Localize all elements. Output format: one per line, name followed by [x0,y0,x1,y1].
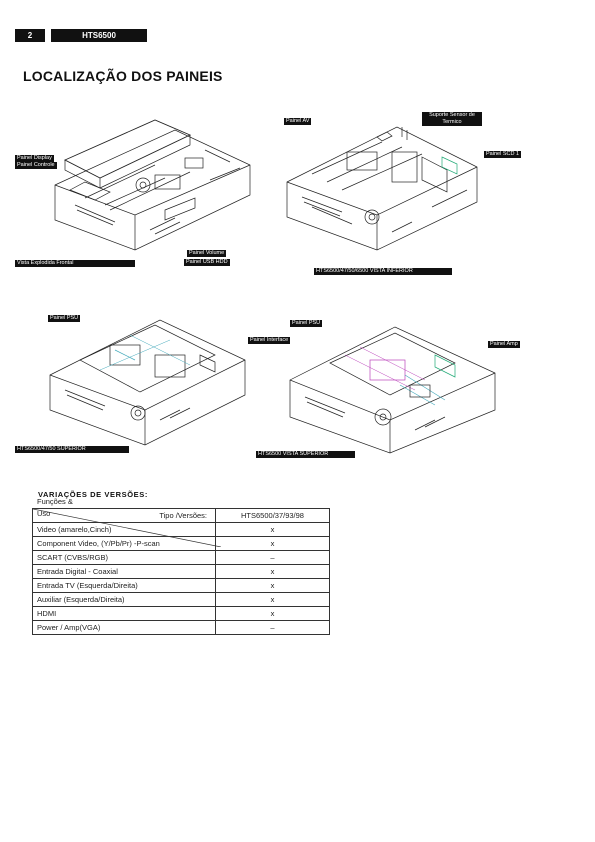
section-heading-variations: VARIAÇÕES DE VERSÕES: [38,490,148,499]
label-painel-interface: Painel Interface [248,337,291,344]
figure-exploded-front [15,110,265,270]
model-name: HTS6500 [51,29,147,42]
header-top-label: Tipo /Versões: [159,511,207,520]
value-cell: x [215,592,330,607]
table-row: Power / Amp(VGA)– [32,620,330,635]
caption-vista-inferior: HTS6500/47/50/6500 VISTA INFERIOR [314,268,452,275]
figure-top-view [285,305,505,455]
table-header-row: Tipo /Versões: Funções & Uso HTS6500/37/… [32,497,330,547]
device-drawing-top-47-50 [49,319,246,446]
value-cell: – [215,550,330,565]
label-painel-psu-1: Painel PSU [48,315,81,322]
table-corner-cell: Tipo /Versões: Funções & Uso [32,497,221,547]
versions-table: Tipo /Versões: Funções & Uso HTS6500/37/… [32,497,330,635]
feature-cell: Auxiliar (Esquerda/Direita) [32,592,216,607]
label-painel-amp: Painel Amp [488,341,520,348]
feature-cell: Entrada Digital - Coaxial [32,564,216,579]
feature-cell: SCART (CVBS/RGB) [32,550,216,565]
label-painel-psu-2: Painel PSU [290,320,323,327]
header-bottom-line-2: Uso [37,509,51,518]
caption-vista-superior: HTS6500 VISTA SUPERIOR [256,451,355,458]
device-drawing-top [289,326,496,454]
table-row: Auxiliar (Esquerda/Direita)x [32,592,330,607]
label-painel-av: Painel AV [284,118,312,125]
device-drawing-exploded [54,119,251,251]
label-painel-display: Painel Display [15,155,54,162]
diagonal-divider [33,509,221,547]
table-row: Entrada TV (Esquerda/Direita)x [32,578,330,593]
figure-bottom-view [282,112,497,257]
header-bottom-line-1: Funções & [37,497,73,506]
caption-superior-47-50: HTS6500/47/50 SUPERIOR [15,446,129,453]
feature-cell: Entrada TV (Esquerda/Direita) [32,578,216,593]
feature-cell: Power / Amp(VGA) [32,620,216,635]
value-cell: x [215,536,330,551]
value-cell: – [215,620,330,635]
page-title: LOCALIZAÇÃO DOS PAINEIS [23,68,223,84]
feature-cell: HDMI [32,606,216,621]
page-number: 2 [15,29,45,42]
device-drawing-bottom [286,126,478,251]
value-cell: x [215,564,330,579]
label-painel-controle: Painel Controle [15,162,57,169]
caption-vista-explodida: Vista Explodida Frontal [15,260,135,267]
label-painel-volume: Painel Volume [187,250,227,257]
value-cell: x [215,606,330,621]
header-bottom-label: Funções & Uso [37,496,73,520]
label-painel-scd: Painel SCD 1 [484,151,522,158]
figure-top-view-47-50 [40,300,255,450]
version-column-header: HTS6500/37/93/98 [215,508,330,523]
label-suporte-sensor: Suporte Sensor de Termico [422,112,482,126]
value-cell: x [215,578,330,593]
label-painel-usb: Painel USB HDD [184,259,230,266]
table-row: SCART (CVBS/RGB)– [32,550,330,565]
value-cell: x [215,522,330,537]
